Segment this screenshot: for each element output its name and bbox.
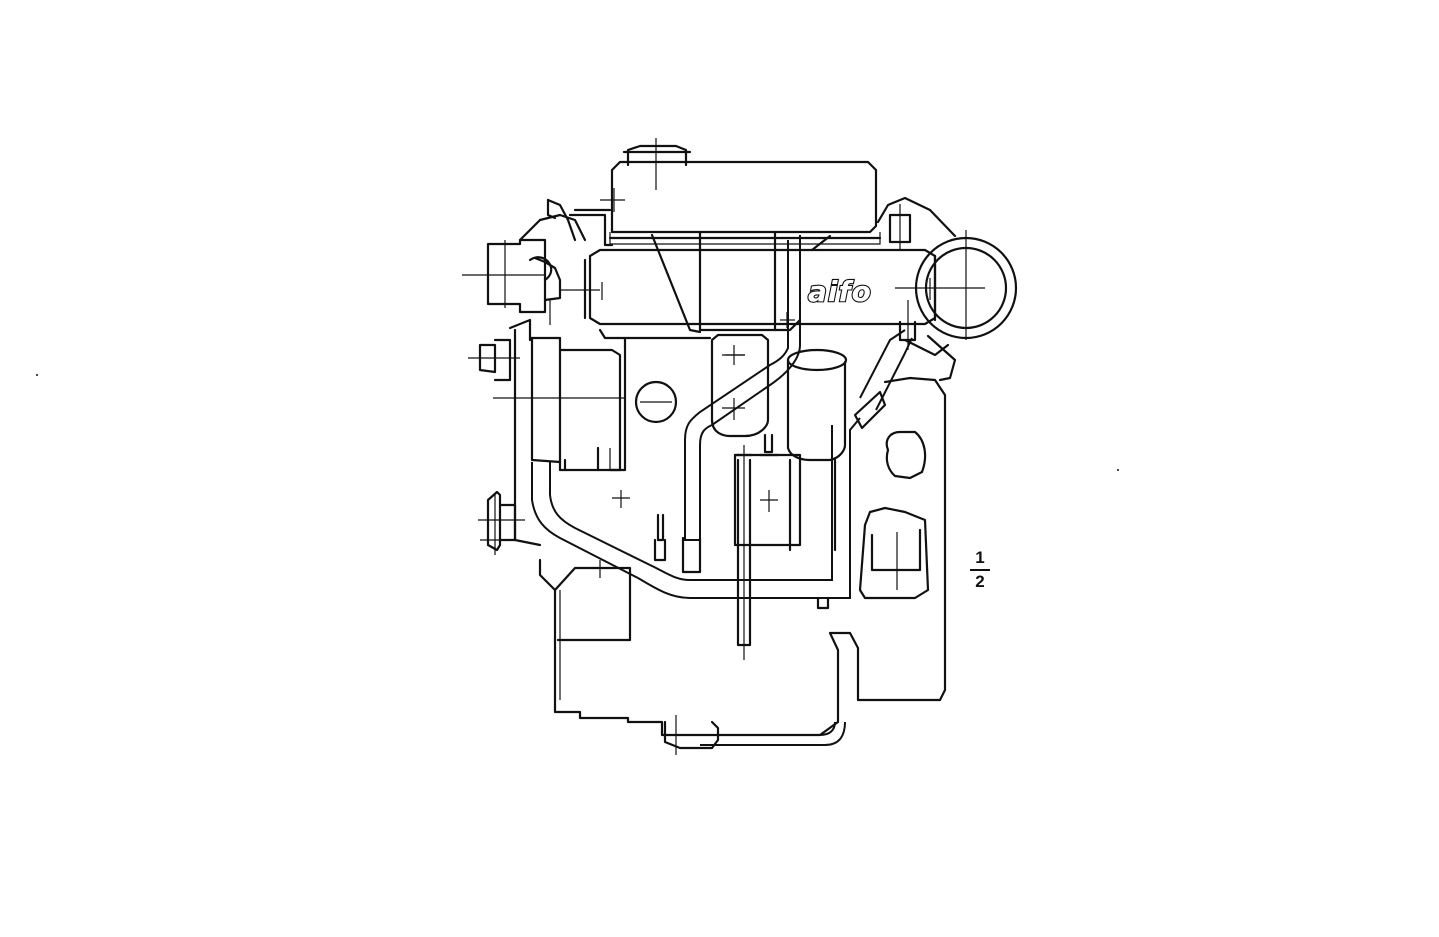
crank-pulley xyxy=(478,490,525,555)
fraction-denominator: 2 xyxy=(975,572,985,591)
heat-exchanger-ring xyxy=(876,196,1018,382)
right-casting xyxy=(858,430,930,600)
dipstick xyxy=(733,445,754,660)
pipes xyxy=(531,235,917,599)
fraction-numerator: 1 xyxy=(975,548,985,567)
sender-unit xyxy=(758,433,780,457)
engine-block xyxy=(538,328,947,737)
filter-bracket xyxy=(612,453,802,547)
logo-tube: aifo xyxy=(560,248,985,326)
inspection-port xyxy=(634,380,678,424)
left-end-housing xyxy=(462,198,614,325)
brand-logo: aifo xyxy=(808,275,872,308)
alternator xyxy=(468,318,625,547)
crosshairs xyxy=(36,312,1119,578)
drain-pipe xyxy=(663,596,846,755)
sheet-fraction: 1 2 xyxy=(966,548,994,592)
fraction-bar xyxy=(970,569,990,571)
fuel-filter xyxy=(786,348,848,552)
valve-cover xyxy=(600,138,882,245)
intake-manifold xyxy=(650,230,832,334)
